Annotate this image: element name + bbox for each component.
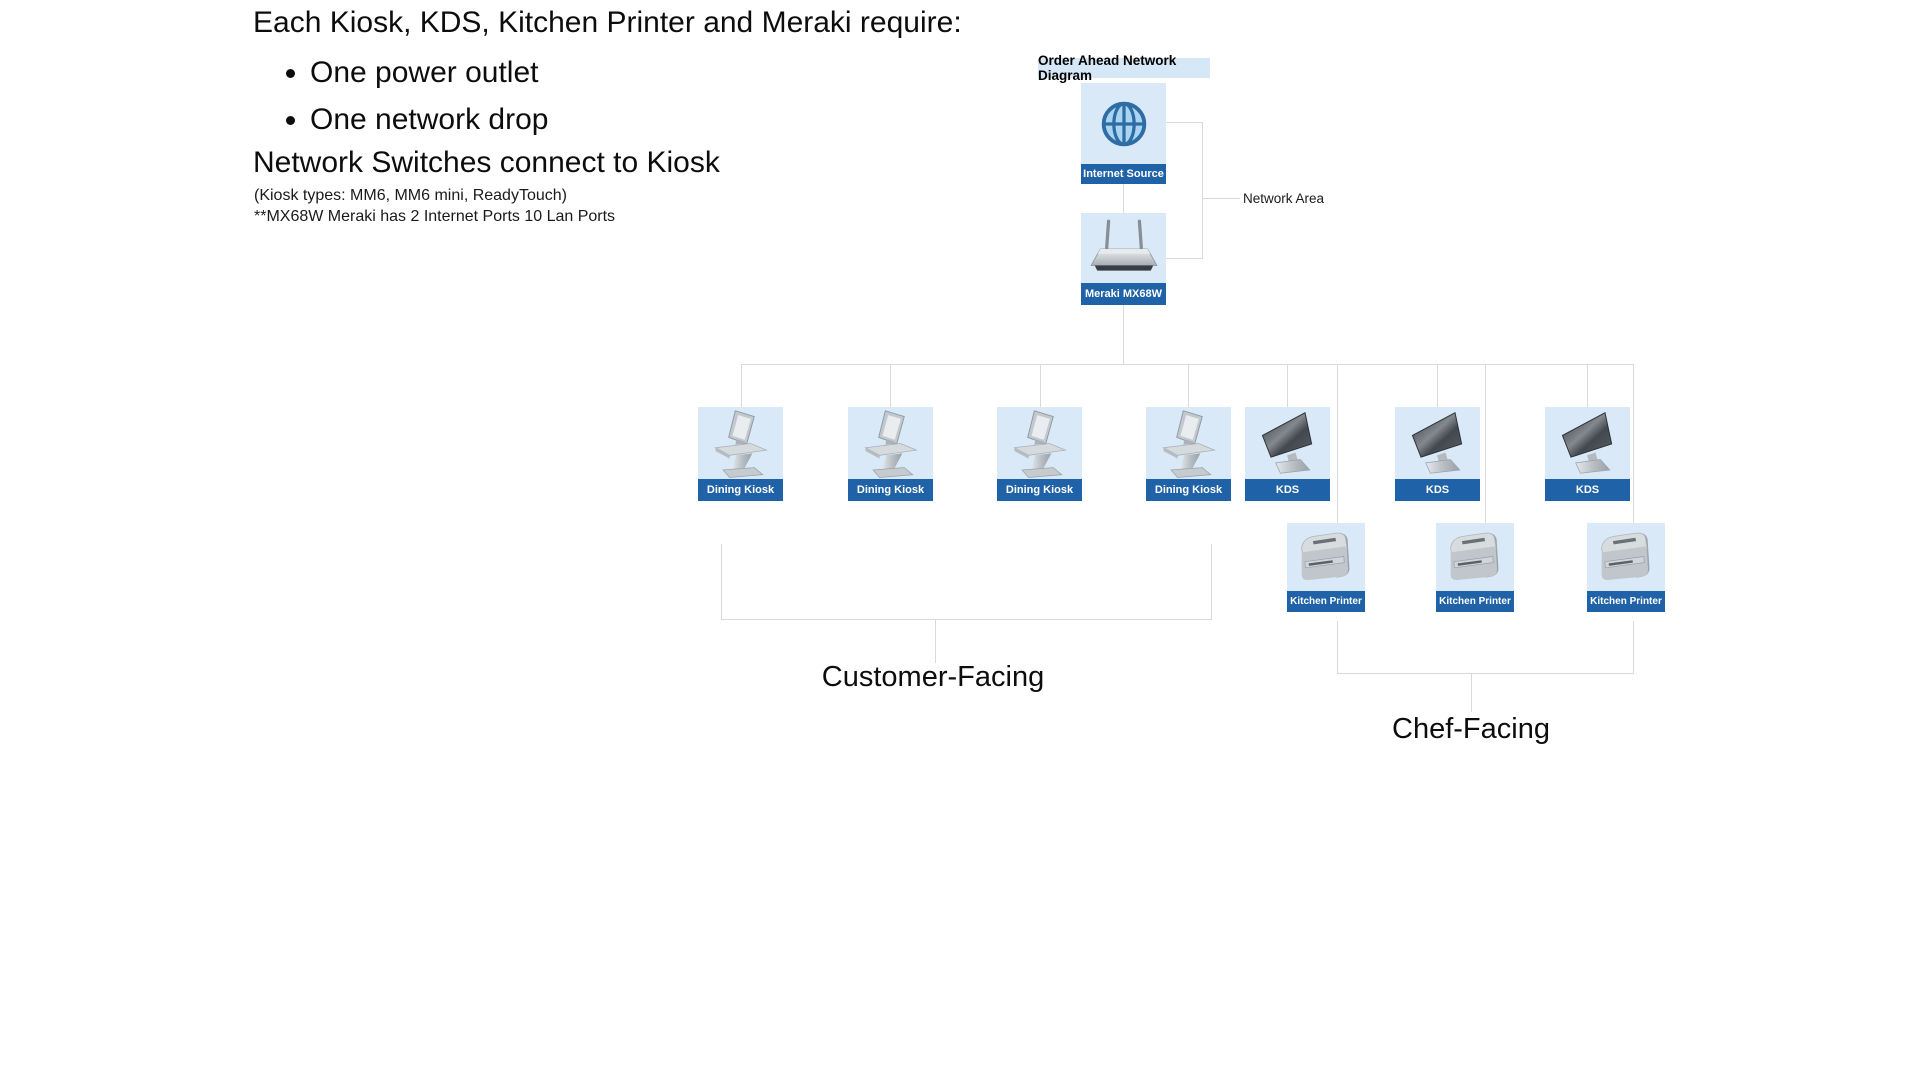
connector-line <box>1166 122 1202 123</box>
customer-bracket-line <box>935 619 936 663</box>
kiosk-icon <box>848 407 933 479</box>
wifi-router-icon <box>1081 213 1166 283</box>
network-switches-note: Network Switches connect to Kiosk <box>253 146 720 179</box>
chef-bracket-line <box>1337 621 1338 673</box>
bus-line <box>741 364 1634 365</box>
node-label: Dining Kiosk <box>997 479 1082 501</box>
connector-line <box>1123 184 1124 213</box>
kds-node: KDS <box>1245 407 1330 501</box>
kiosk-icon <box>698 407 783 479</box>
kiosk-types-note: (Kiosk types: MM6, MM6 mini, ReadyTouch) <box>254 187 567 204</box>
connector-line <box>1485 364 1486 523</box>
dining-kiosk-node: Dining Kiosk <box>1146 407 1231 501</box>
connector-line <box>1437 364 1438 407</box>
node-label: KDS <box>1545 479 1630 501</box>
receipt-printer-icon <box>1436 523 1514 591</box>
customer-bracket-line <box>721 544 722 619</box>
requirement-item: One power outlet <box>310 49 548 96</box>
connector-line <box>1166 258 1202 259</box>
kiosk-icon <box>1146 407 1231 479</box>
connector-line <box>1202 198 1240 199</box>
connector-line <box>741 364 742 407</box>
node-label: Kitchen Printer <box>1587 591 1665 612</box>
connector-line <box>1587 364 1588 407</box>
kitchen-printer-node: Kitchen Printer <box>1587 523 1665 612</box>
connector-line <box>1633 364 1634 523</box>
kiosk-icon <box>997 407 1082 479</box>
connector-line <box>1040 364 1041 407</box>
customer-bracket-line <box>1211 544 1212 619</box>
node-label: KDS <box>1245 479 1330 501</box>
meraki-router-node: Meraki MX68W <box>1081 213 1166 305</box>
node-label: KDS <box>1395 479 1480 501</box>
chef-bracket-line <box>1337 673 1634 674</box>
kds-monitor-icon <box>1395 407 1480 479</box>
diagram-title: Order Ahead Network Diagram <box>1038 53 1210 83</box>
dining-kiosk-node: Dining Kiosk <box>848 407 933 501</box>
node-label: Dining Kiosk <box>1146 479 1231 501</box>
connector-line <box>1287 364 1288 407</box>
network-area-label: Network Area <box>1243 191 1325 206</box>
kds-monitor-icon <box>1545 407 1630 479</box>
dining-kiosk-node: Dining Kiosk <box>698 407 783 501</box>
connector-line <box>1337 364 1338 523</box>
connector-line <box>1188 364 1189 407</box>
chef-bracket-line <box>1633 621 1634 673</box>
connector-line <box>1123 305 1124 364</box>
node-label: Kitchen Printer <box>1436 591 1514 612</box>
chef-facing-label: Chef-Facing <box>1392 713 1550 745</box>
dining-kiosk-node: Dining Kiosk <box>997 407 1082 501</box>
kitchen-printer-node: Kitchen Printer <box>1287 523 1365 612</box>
kds-node: KDS <box>1395 407 1480 501</box>
node-label: Dining Kiosk <box>848 479 933 501</box>
globe-icon <box>1081 83 1166 164</box>
kitchen-printer-node: Kitchen Printer <box>1436 523 1514 612</box>
kds-monitor-icon <box>1245 407 1330 479</box>
node-label: Kitchen Printer <box>1287 591 1365 612</box>
node-label: Dining Kiosk <box>698 479 783 501</box>
customer-bracket-line <box>721 619 1212 620</box>
connector-line <box>890 364 891 407</box>
internet-source-label: Internet Source <box>1081 164 1166 184</box>
customer-facing-label: Customer-Facing <box>821 661 1045 693</box>
receipt-printer-icon <box>1287 523 1365 591</box>
receipt-printer-icon <box>1587 523 1665 591</box>
requirements-list: One power outlet One network drop <box>292 49 548 143</box>
meraki-ports-note: **MX68W Meraki has 2 Internet Ports 10 L… <box>254 208 616 225</box>
connector-line <box>1202 122 1203 259</box>
meraki-router-label: Meraki MX68W <box>1081 283 1166 305</box>
chef-bracket-line <box>1471 673 1472 712</box>
internet-source-node: Internet Source <box>1081 83 1166 184</box>
requirement-item: One network drop <box>310 96 548 143</box>
kds-node: KDS <box>1545 407 1630 501</box>
requirements-heading: Each Kiosk, KDS, Kitchen Printer and Mer… <box>253 6 962 39</box>
